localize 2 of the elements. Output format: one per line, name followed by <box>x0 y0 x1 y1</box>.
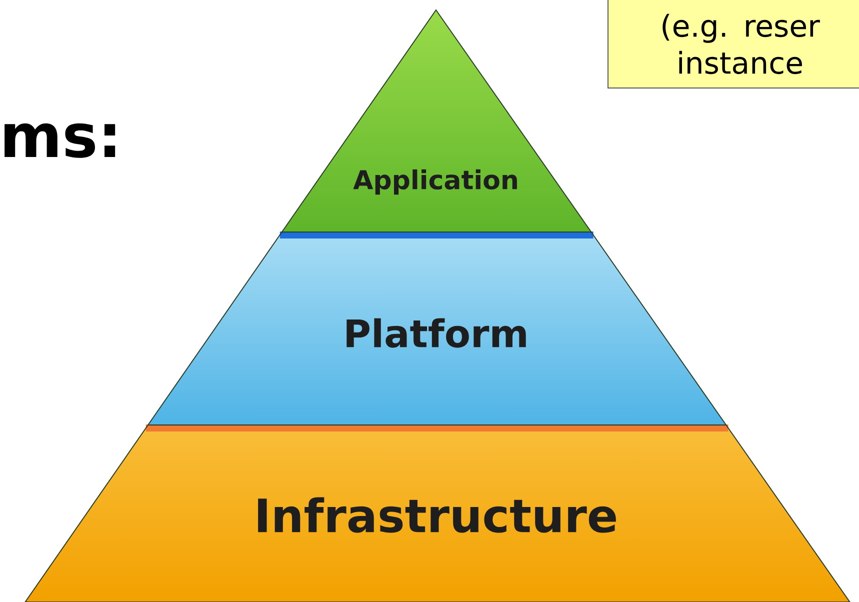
heading: ms: <box>4 123 116 158</box>
note-box: (e.g. reser instance <box>608 0 859 88</box>
